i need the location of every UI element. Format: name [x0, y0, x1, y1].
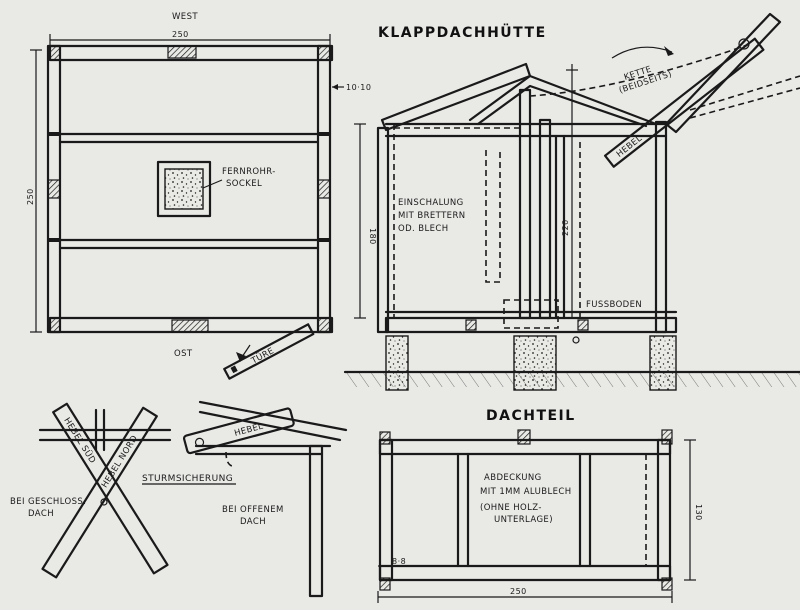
roof-panel-bottom	[378, 564, 672, 582]
main-title: KLAPPDACHHÜTTE	[378, 23, 547, 41]
telescope-base	[164, 168, 204, 210]
open-label-2: DACH	[240, 517, 266, 527]
plan-east-label: OST	[174, 349, 193, 359]
plan-width-dimension: 250	[172, 30, 189, 39]
closed-label-1: BEI GESCHLOSS.	[10, 497, 86, 507]
plan-post	[47, 317, 61, 333]
plan-post	[47, 45, 61, 61]
post-size-label: 10·10	[346, 83, 371, 92]
side-section: KLAPPDACHHÜTTE FUSSBODEN	[343, 12, 800, 391]
base-label-2: SOCKEL	[226, 179, 262, 189]
plan-post	[317, 179, 331, 199]
floor-label: FUSSBODEN	[586, 300, 642, 310]
plan-post	[47, 179, 61, 199]
foundation	[385, 335, 409, 391]
plan-post	[317, 45, 331, 61]
telescope-base-frame	[156, 160, 212, 218]
ridge-height-dimension: 220	[561, 219, 570, 236]
storm-lock-detail: HEBEL SÜD HEBEL NORD BEI GESCHLOSS. DACH…	[10, 400, 348, 598]
covering-label-3: (OHNE HOLZ-	[480, 503, 542, 513]
plan-west-label: WEST	[172, 12, 198, 22]
plan-post	[317, 317, 331, 333]
roof-panel-detail: DACHTEIL ABDECKUNG MIT 1MM ALUBLECH (OHN…	[377, 408, 703, 603]
closed-label-2: DACH	[28, 509, 54, 519]
base-label-1: FERNROHR-	[222, 167, 276, 177]
wall-height-dimension: 180	[368, 228, 377, 245]
lever-north-label: HEBEL NORD	[100, 434, 140, 490]
roof-depth-dimension: 130	[694, 504, 703, 521]
open-label-1: BEI OFFENEM	[222, 505, 284, 515]
floor-beam	[384, 316, 678, 334]
covering-label-4: UNTERLAGE)	[494, 515, 553, 525]
plan-post	[171, 319, 209, 333]
plan-depth-dimension: 250	[26, 188, 35, 205]
storm-title: STURMSICHERUNG	[142, 474, 233, 484]
open-lever-label: HEBEL	[233, 422, 264, 439]
wall-post-left	[376, 126, 390, 334]
foundation	[513, 335, 557, 391]
covering-label-1: ABDECKUNG	[484, 473, 542, 483]
plan-post	[167, 45, 197, 59]
plan-view: WEST 250 250 10·10	[26, 12, 371, 380]
cladding-label-3: OD. BLECH	[398, 224, 449, 234]
wall-post-right	[654, 120, 668, 334]
roof-title: DACHTEIL	[486, 408, 576, 424]
covering-label-2: MIT 1MM ALUBLECH	[480, 487, 572, 497]
roof-width-dimension: 250	[510, 587, 527, 596]
center-post	[538, 118, 552, 320]
cladding-label-2: MIT BRETTERN	[398, 211, 466, 221]
batten-size-label: 8·8	[392, 557, 406, 566]
chain	[529, 43, 751, 97]
cladding-label-1: EINSCHALUNG	[398, 198, 464, 208]
foundation	[649, 335, 677, 391]
